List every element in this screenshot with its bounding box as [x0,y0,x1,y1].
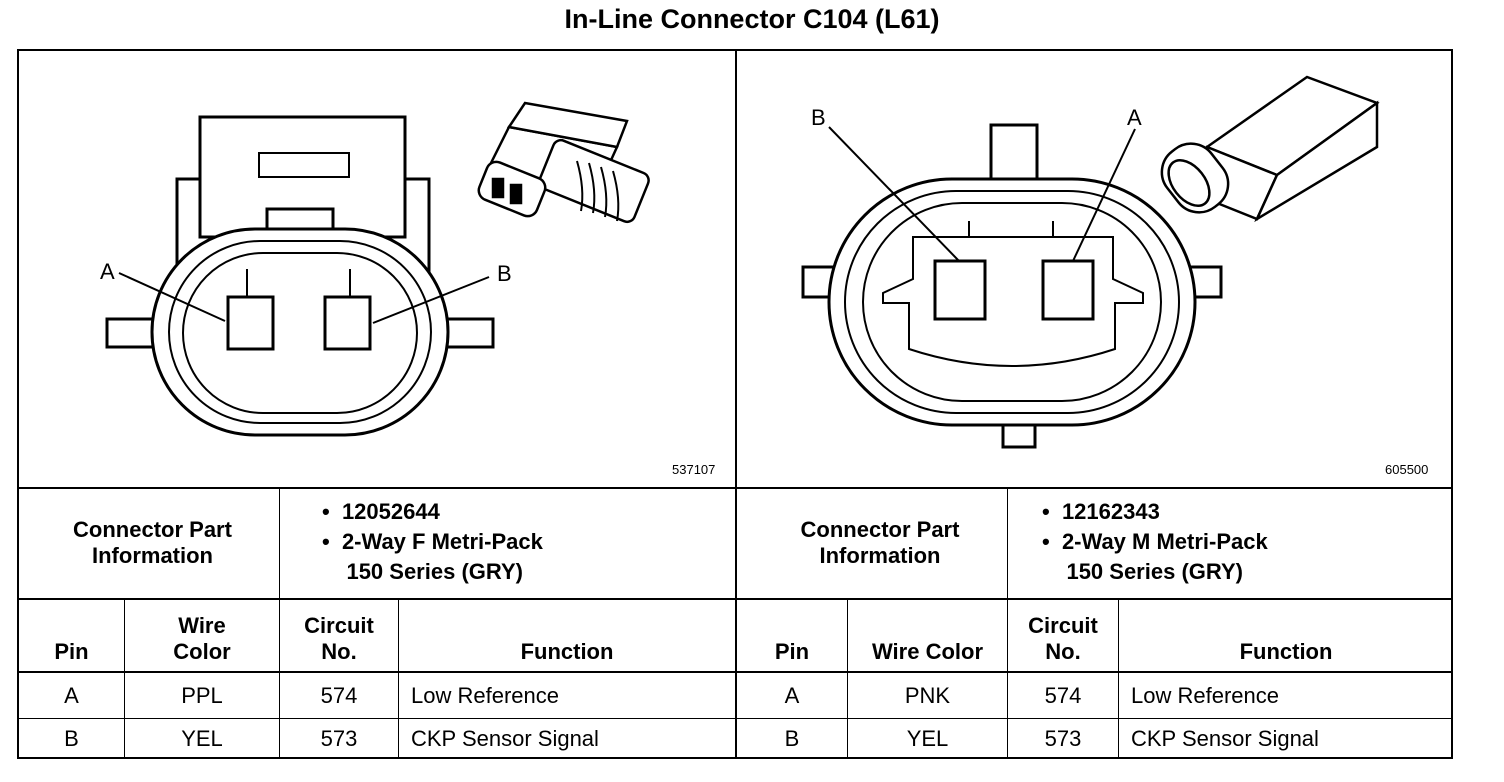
table-cell-pin: A [784,682,800,708]
figure-number: 537107 [672,462,716,477]
partinfo-bottom-line [17,598,1453,600]
part-number: 12162343 [1061,499,1160,524]
table-cell-pin: A [64,682,79,708]
part-info-label: Connector Part Information [800,517,960,568]
table-cell-function: Low Reference [411,682,559,708]
part-description: 2-Way M Metri-Pack [1061,529,1268,554]
part-series: 150 Series (GRY) [1066,559,1243,584]
table-cell-wire-color: YEL [906,726,949,751]
part-info-label: Connector Part Information [73,517,232,568]
diagram-bottom-line [17,487,1453,489]
table-cell-circuit: 573 [320,726,358,751]
part-series: 150 Series (GRY) [346,559,523,584]
header-circuit-no-text: Circuit No. [1028,613,1098,664]
page-title: In-Line Connector C104 (L61) [564,4,940,34]
header-circuit-no: Circuit No. [280,600,398,671]
table-cell-function: Low Reference [1131,682,1279,708]
col-line [124,598,125,759]
table-cell-pin: B [64,726,79,751]
part-number: 12052644 [341,499,440,524]
header-wire-color: Wire Color [125,600,279,671]
pin-label-a: A [100,259,115,284]
table-cell-function: CKP Sensor Signal [411,726,599,751]
table-cell-wire-color: YEL [181,726,223,751]
header-function: Function [1239,639,1333,664]
pin-label-b: B [811,105,826,130]
part-description: 2-Way F Metri-Pack [341,529,543,554]
part-info-list: • 12162343 • 2-Way M Metri-Pack 150 Seri… [1042,499,1268,584]
center-divider [735,49,737,759]
header-bottom-line [17,671,1453,673]
pin-label-a: A [1127,105,1142,130]
col-line [398,598,399,759]
table-cell-wire-color: PNK [904,682,951,708]
part-info-list: • 12052644 • 2-Way F Metri-Pack 150 Seri… [322,499,543,584]
table-cell-pin: B [784,726,800,751]
table-cell-circuit: 574 [320,682,358,708]
table-cell-circuit: 574 [1044,682,1082,708]
figure-number: 605500 [1385,462,1429,477]
header-wire-color: Wire Color [871,639,984,664]
col-line [847,598,848,759]
pin-label-b: B [497,261,512,286]
header-wire-color-text: Wire Color [173,613,231,664]
male-connector-face-diagram: B A [801,75,1380,449]
table-cell-wire-color: PPL [181,682,223,708]
col-line [279,487,280,759]
table-cell-circuit: 573 [1044,726,1082,751]
header-pin: Pin [774,639,810,664]
row-divider-line [17,718,1453,719]
col-line [1118,598,1119,759]
col-line [1007,487,1008,759]
table-cell-function: CKP Sensor Signal [1131,726,1319,751]
header-pin: Pin [54,639,89,664]
header-function: Function [520,639,614,664]
female-connector-face-diagram: A B [100,101,650,437]
header-circuit-no-text: Circuit No. [304,613,374,664]
header-circuit-no: Circuit No. [1008,600,1118,671]
